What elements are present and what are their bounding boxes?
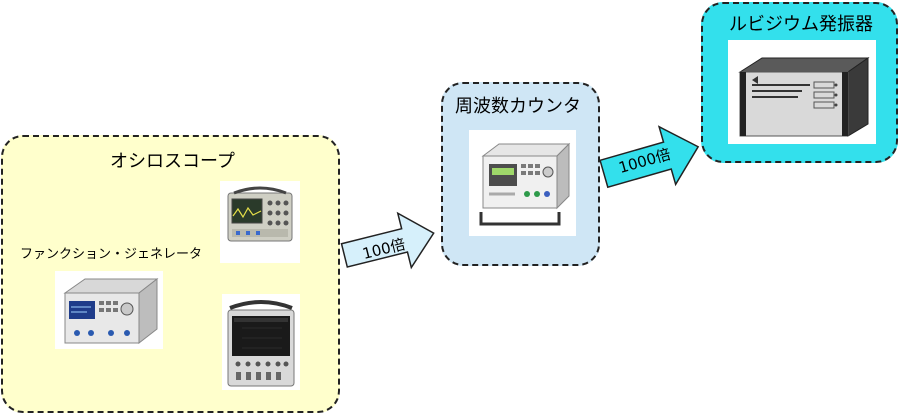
arrow-right-icon (599, 125, 700, 189)
frequency-counter-group-box: 周波数カウンタ (441, 82, 600, 266)
oscilloscope-group-box: オシロスコープ ファンクション・ジェネレータ (1, 135, 340, 413)
rubidium-oscillator-icon (728, 40, 876, 144)
rubidium-oscillator-title: ルビジウム発振器 (729, 14, 873, 35)
oscilloscope-title: オシロスコープ (110, 151, 235, 172)
frequency-counter-title: 周波数カウンタ (455, 96, 581, 117)
oscilloscope-icon (220, 181, 300, 263)
frequency-counter-icon (469, 130, 576, 236)
rubidium-oscillator-group-box: ルビジウム発振器 (701, 2, 898, 163)
function-generator-icon (55, 271, 163, 349)
arrow-right-icon (340, 211, 435, 270)
oscilloscope-icon (222, 294, 300, 390)
function-generator-label: ファンクション・ジェネレータ (20, 247, 203, 262)
